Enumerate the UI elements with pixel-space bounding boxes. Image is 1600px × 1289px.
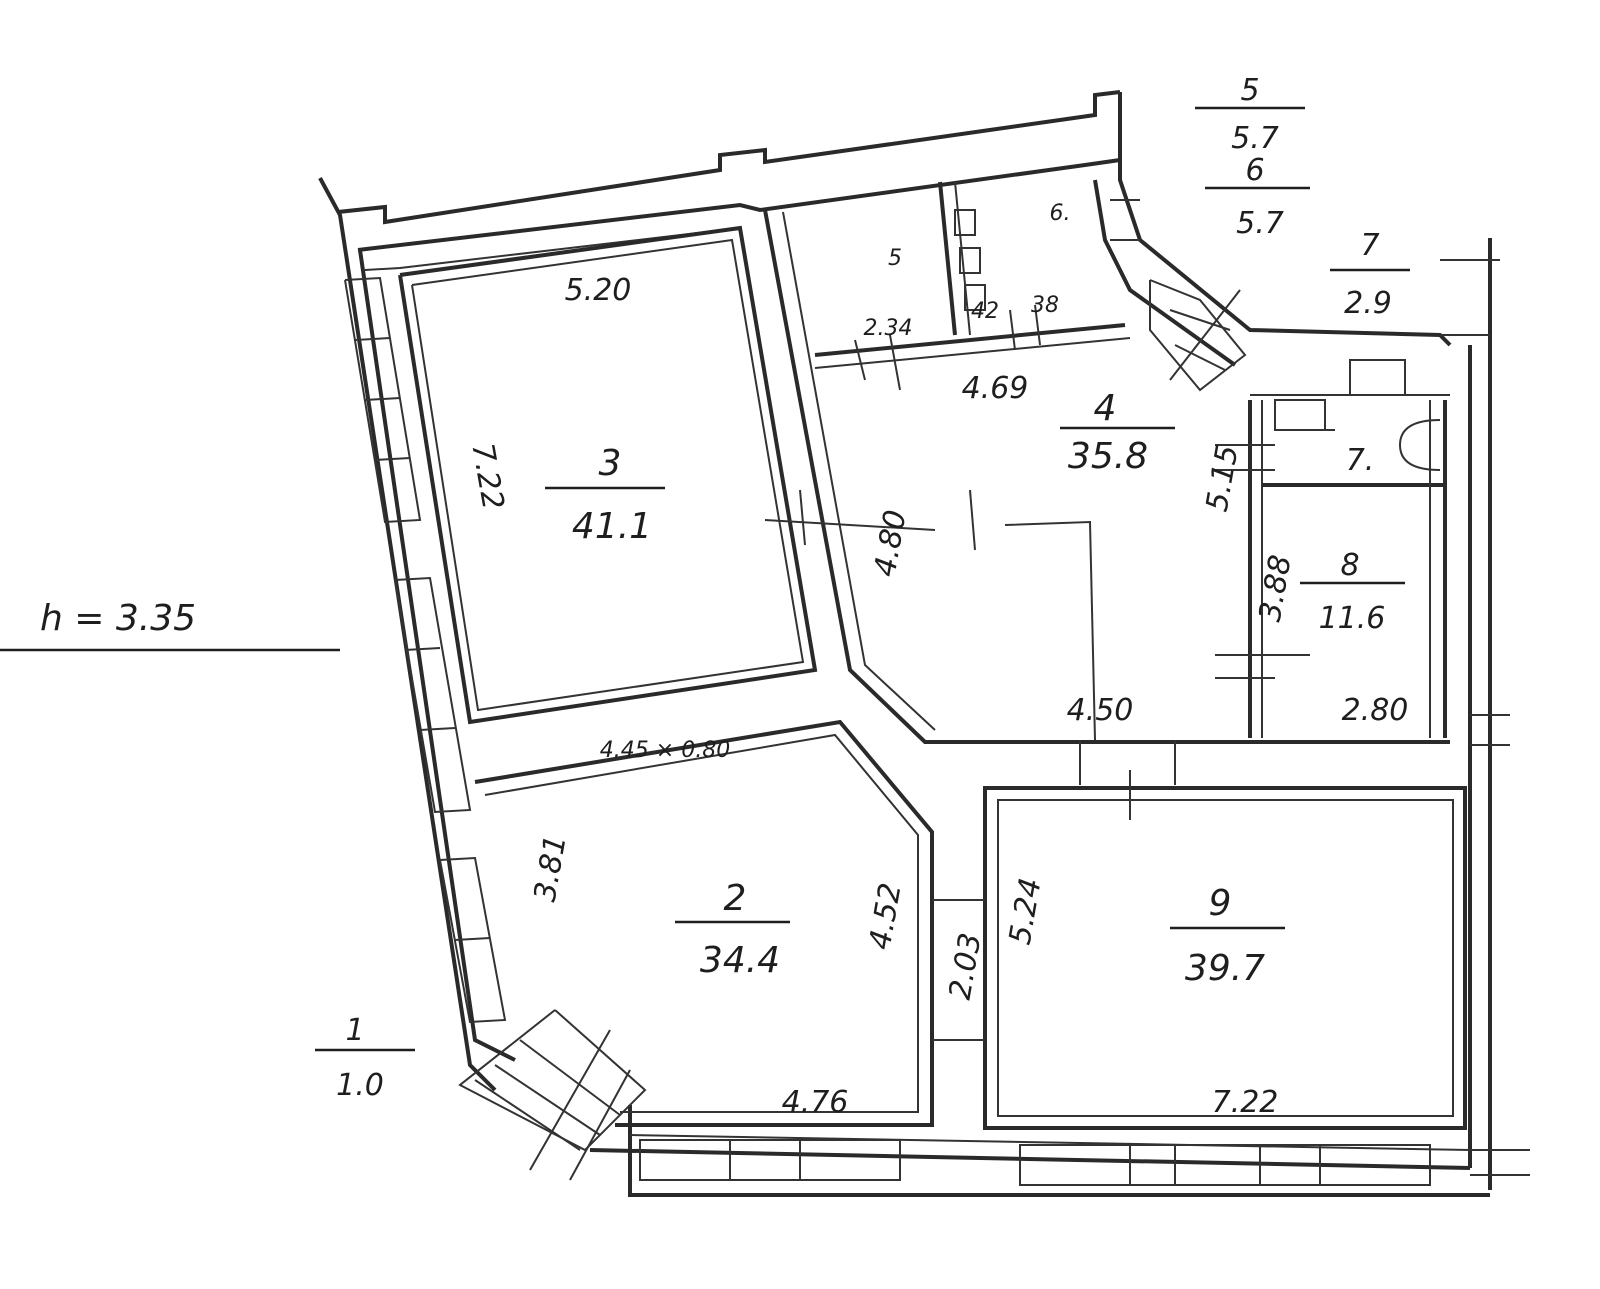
room-mark-5: 5: [888, 246, 902, 271]
dim-right-room2: 4.52: [863, 880, 909, 952]
height-note: h = 3.35: [0, 598, 340, 652]
room-number: 8: [1340, 548, 1359, 583]
dim-passage: 4.45 × 0.80: [600, 738, 730, 763]
dim-top-room3: 5.20: [565, 273, 632, 308]
room-number: 4: [1094, 388, 1117, 429]
room-number: 3: [599, 443, 622, 484]
dim-room6-width: 38: [1031, 293, 1059, 318]
room-area: 5.7: [1231, 121, 1279, 156]
dim-hall-top: 4.69: [962, 371, 1029, 406]
room-mark-7: 7.: [1346, 443, 1375, 478]
room-area: 34.4: [700, 940, 780, 981]
dimension-labels: 5.20 7.22 2.34 42 38 4.69 4.80 5.15 3.88…: [464, 273, 1408, 1120]
room-number: 6: [1245, 153, 1264, 188]
room-area: 1.0: [336, 1068, 384, 1103]
dim-hall-right: 5.15: [1200, 442, 1246, 514]
room-area: 39.7: [1185, 948, 1265, 989]
room-label-5: 5 5.7: [1195, 73, 1305, 156]
room-label-1: 1 1.0: [315, 1013, 415, 1103]
room-area: 11.6: [1319, 601, 1386, 636]
room-area: 41.1: [572, 506, 652, 547]
windows: [344, 199, 1431, 1186]
outer-walls: [318, 90, 1492, 1197]
dim-room8-height: 3.88: [1253, 552, 1299, 624]
room-number: 7: [1360, 228, 1379, 263]
dim-room5-width: 2.34: [864, 316, 913, 341]
room-mark-6: 6.: [1050, 201, 1071, 226]
room-label-4: 4 35.8: [1060, 388, 1175, 477]
room-area: 5.7: [1236, 206, 1284, 241]
room-label-8: 8 11.6: [1300, 548, 1405, 636]
room-label-7: 7 2.9: [1330, 228, 1410, 321]
dim-left-room3: 7.22: [464, 440, 510, 512]
dim-bottom-room2: 4.76: [782, 1085, 849, 1120]
room-label-2: 2 34.4: [675, 878, 790, 981]
interior-walls: [398, 181, 1530, 1176]
dim-room8-width: 2.80: [1342, 693, 1409, 728]
dim-door-2-9: 2.03: [943, 930, 989, 1002]
room-number: 1: [345, 1013, 364, 1048]
dimension-ticks: [764, 304, 1335, 820]
dim-room-partition: 42: [971, 299, 999, 324]
dim-left-room9: 5.24: [1003, 875, 1049, 947]
dim-hall-bottom: 4.50: [1067, 693, 1134, 728]
room-area: 2.9: [1344, 286, 1392, 321]
room-area: 35.8: [1068, 436, 1148, 477]
height-note-text: h = 3.35: [40, 598, 196, 639]
room-number: 2: [724, 878, 747, 919]
room-number: 9: [1209, 883, 1232, 924]
room-label-9: 9 39.7: [1170, 883, 1285, 989]
room-label-3: 3 41.1: [545, 443, 665, 547]
dim-left-room2: 3.81: [528, 832, 574, 904]
room-number: 5: [1240, 73, 1259, 108]
dim-bottom-room9: 7.22: [1212, 1085, 1279, 1120]
dim-hall-left: 4.80: [868, 507, 914, 579]
room-label-6: 6 5.7: [1205, 153, 1310, 241]
